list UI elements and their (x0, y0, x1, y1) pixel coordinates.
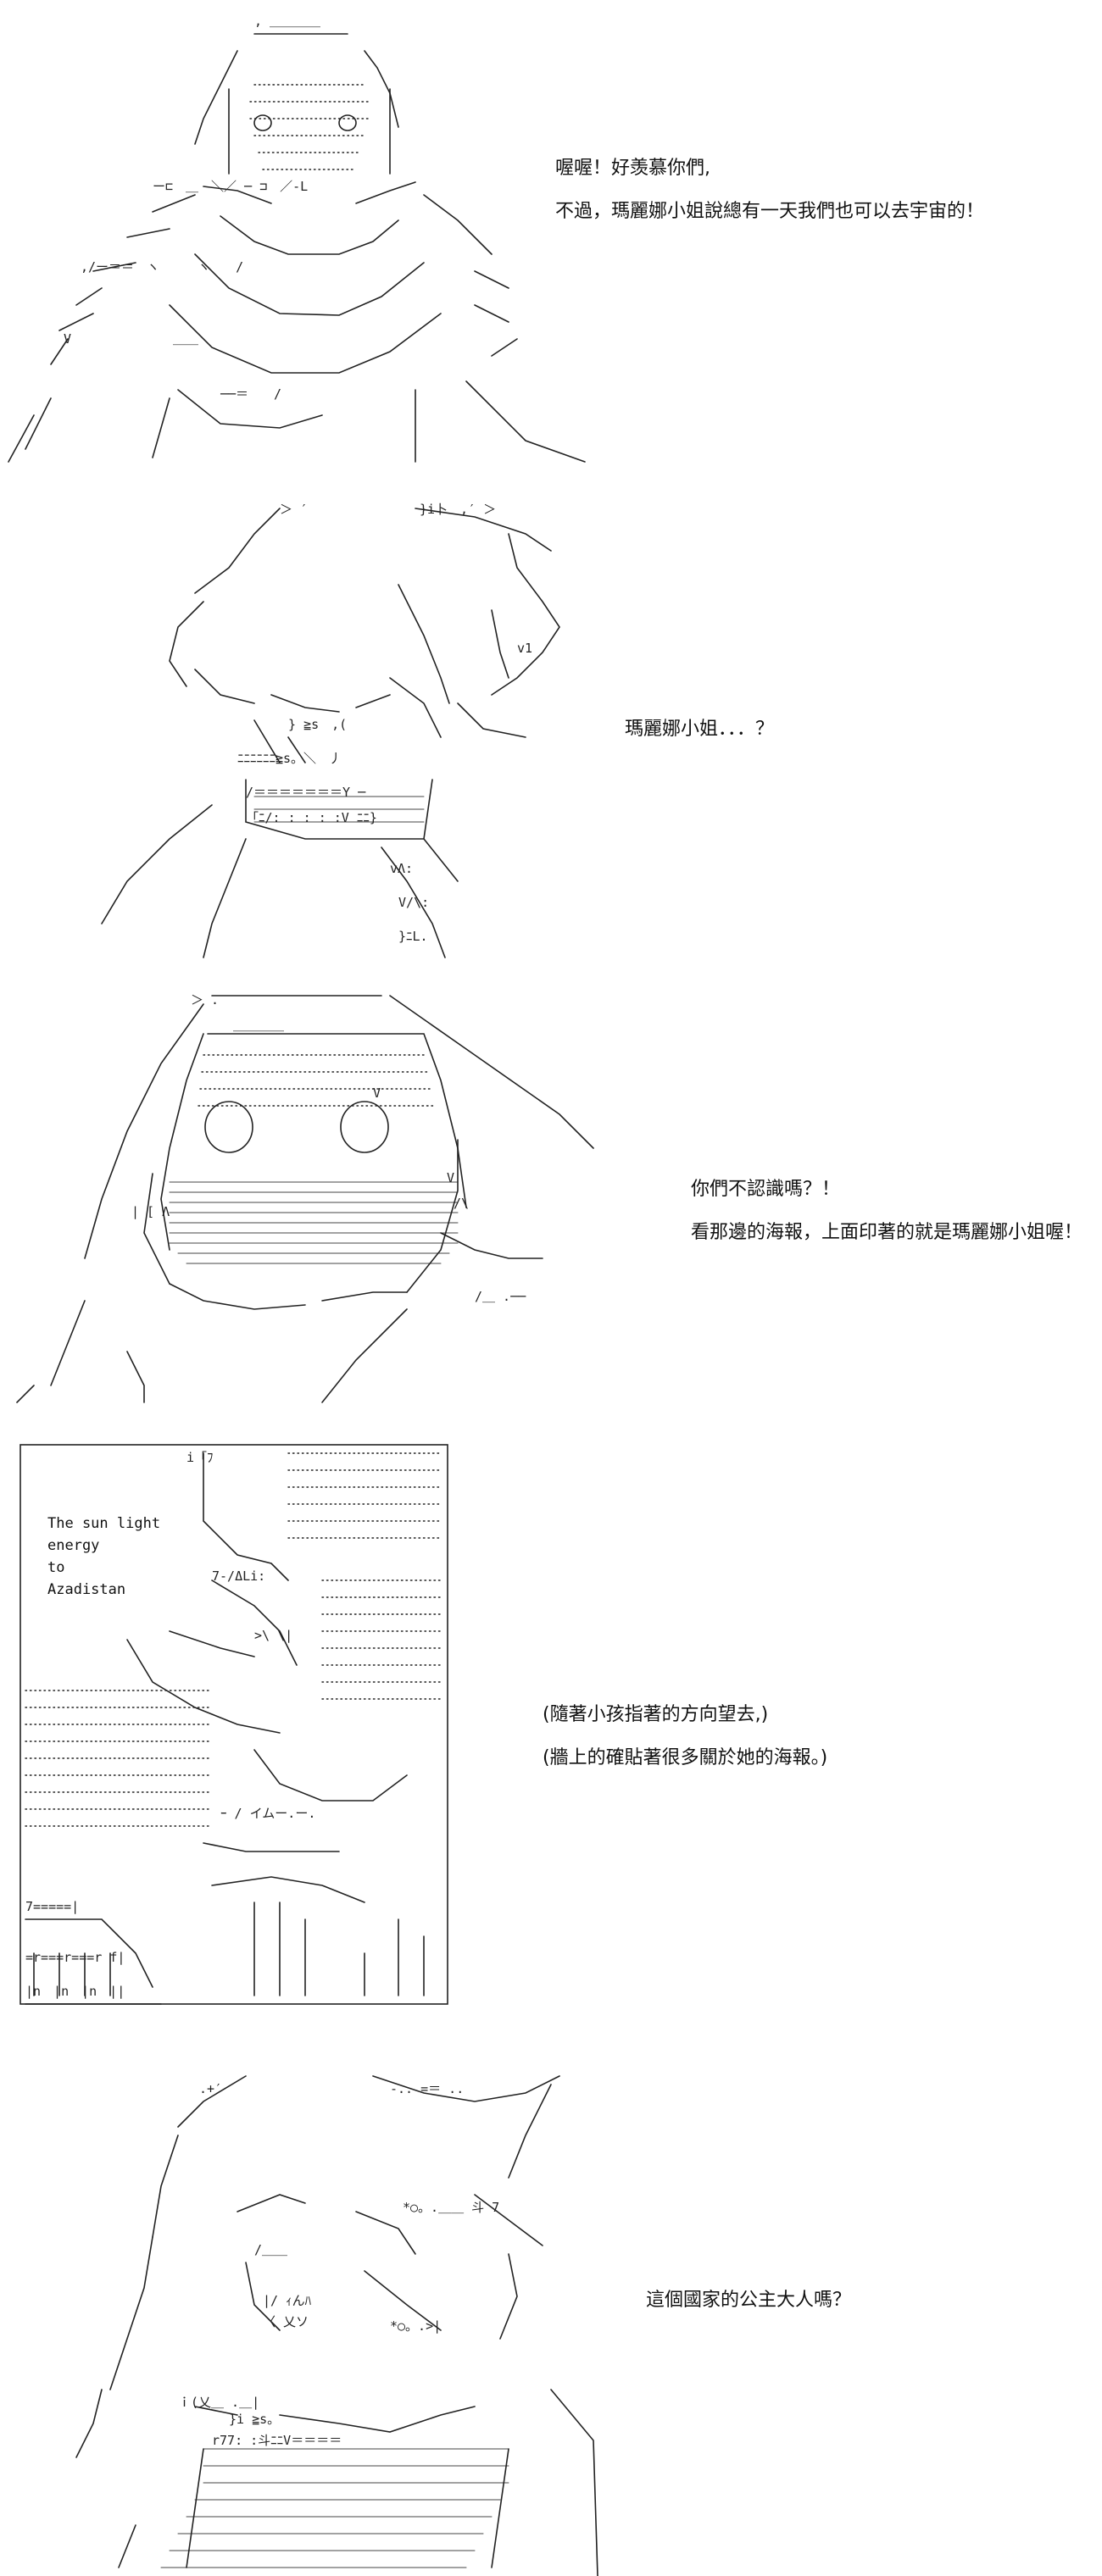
caption-box: 瑪麗娜小姐．．．？ (625, 718, 774, 742)
svg-text:v1: v1 (517, 641, 532, 656)
svg-text:7=====|: 7=====| (25, 1899, 79, 1914)
svg-text:＞ .: ＞ . (191, 992, 219, 1008)
svg-text:=r===r===r f|: =r===r===r f| (25, 1950, 125, 1965)
panel-3: ＞ . ＿＿＿＿ V V /\ | [ Λ /＿ .── 你們不認識嗎？！ 看那… (0, 979, 1102, 1411)
svg-text:＞ ′: ＞ ′ (280, 502, 308, 517)
svg-text:|/ ｨんﾊ: |/ ｨんﾊ (263, 2293, 312, 2308)
svg-text:| [ Λ: | [ Λ (131, 1204, 170, 1219)
svg-text:V/\:: V/\: (398, 895, 429, 910)
svg-text:>\ \|: >\ \| (254, 1628, 292, 1643)
svg-text:7-/ΔLi:: 7-/ΔLi: (212, 1568, 265, 1584)
svg-text:vΛ:: vΛ: (390, 861, 413, 876)
svg-text:r77: :斗ﾆﾆV＝＝＝＝: r77: :斗ﾆﾆV＝＝＝＝ (212, 2433, 342, 2448)
svg-text:|n |n |n ||: |n |n |n || (25, 1984, 125, 1999)
svg-text:*○。.>|: *○。.>| (390, 2318, 441, 2334)
poster-line: Azadistan (47, 1581, 126, 1598)
setsuna-portrait-art: .+′ -.. =＝ .. *○。.＿＿ 斗 7 /＿＿ |/ ｨんﾊ 〈 乂ソ… (0, 2051, 610, 2576)
svg-text:ﾆﾆﾆﾆﾆﾆ≧s。＼ 丿: ﾆﾆﾆﾆﾆﾆ≧s。＼ 丿 (237, 751, 342, 766)
svg-text:V: V (373, 1085, 381, 1101)
svg-text:}ﾆL.: }ﾆL. (398, 929, 428, 944)
svg-text:/＿ .──: /＿ .── (475, 1289, 526, 1304)
svg-text:「ﾆ/: : : : :V ﾆﾆ}: 「ﾆ/: : : : :V ﾆﾆ} (246, 810, 377, 825)
svg-text:.+′: .+′ (199, 2081, 222, 2096)
svg-text:V: V (447, 1170, 454, 1185)
poster-line: to (47, 1559, 65, 1576)
svg-text:V ＿＿: V ＿＿ (64, 331, 198, 347)
poster-title: The sun light energy to Azadistan (47, 1513, 160, 1601)
marina-side-profile-art: ＞ ′ }i卜 ,′ ＞ } ≧s ,( ﾆﾆﾆﾆﾆﾆ≧s。＼ 丿 /＝＝＝＝＝… (0, 483, 610, 974)
svg-text:ｰ / イムー.ー.: ｰ / イムー.ー. (220, 1806, 315, 1821)
narration-line: (隨著小孩指著的方向望去,) (543, 1704, 769, 1725)
svg-text:}i卜 ,′ ＞: }i卜 ,′ ＞ (420, 502, 496, 517)
caption-box: (隨著小孩指著的方向望去,) (牆上的確貼著很多關於她的海報。) (543, 1703, 827, 1789)
panel-5: .+′ -.. =＝ .. *○。.＿＿ 斗 7 /＿＿ |/ ｨんﾊ 〈 乂ソ… (0, 2051, 1102, 2576)
dialogue-line: 不過，瑪麗娜小姐說總有一天我們也可以去宇宙的！ (555, 200, 985, 222)
dialogue-line: 看那邊的海報，上面印著的就是瑪麗娜小姐喔！ (691, 1221, 1083, 1243)
child-face-closeup-art: ＞ . ＿＿＿＿ V V /\ | [ Λ /＿ .── (0, 979, 610, 1411)
poster-line: The sun light (47, 1515, 161, 1532)
dialogue-line: 你們不認識嗎？！ (691, 1179, 841, 1200)
poster-line: energy (47, 1537, 100, 1554)
svg-text:, ＿＿＿＿: , ＿＿＿＿ (254, 14, 320, 29)
svg-text:}i ≧s。: }i ≧s。 (229, 2412, 280, 2427)
caption-box: 你們不認識嗎？！ 看那邊的海報，上面印著的就是瑪麗娜小姐喔！ (691, 1178, 1083, 1263)
svg-text:ー⊏ ＿ ＼／ ─ ⊐ ／-L: ー⊏ ＿ ＼／ ─ ⊐ ／-L (153, 179, 308, 194)
narration-line: (牆上的確貼著很多關於她的海報。) (543, 1746, 828, 1768)
panel-2: ＞ ′ }i卜 ,′ ＞ } ≧s ,( ﾆﾆﾆﾆﾆﾆ≧s。＼ 丿 /＝＝＝＝＝… (0, 483, 1102, 974)
svg-text:,/ー＝＝ ヽ ヽ /: ,/ー＝＝ ヽ ヽ / (81, 259, 243, 275)
dialogue-line: 這個國家的公主大人嗎？ (646, 2290, 852, 2311)
svg-text:} ≧s ,(: } ≧s ,( (288, 717, 347, 732)
svg-text:/＿＿: /＿＿ (254, 2242, 287, 2257)
svg-text:〈 乂ソ: 〈 乂ソ (263, 2314, 309, 2329)
poster-wall-art: i「ﾌ 7-/ΔLi: >\ \| ｰ / イムー.ー. 7=====| =r=… (0, 1411, 475, 2038)
dialogue-line: 喔喔！好羡慕你們, (555, 158, 710, 179)
svg-text:*○。.＿＿ 斗 7: *○。.＿＿ 斗 7 (403, 2200, 499, 2215)
svg-text:＿＿＿＿: ＿＿＿＿ (233, 1018, 284, 1033)
dialogue-line: 瑪麗娜小姐．．．？ (625, 719, 775, 740)
svg-text:/＝＝＝＝＝＝＝Y ─: /＝＝＝＝＝＝＝Y ─ (246, 785, 366, 800)
caption-box: 這個國家的公主大人嗎？ (646, 2289, 851, 2313)
svg-text:ｉ(乂＿ .＿|: ｉ(乂＿ .＿| (178, 2395, 259, 2410)
svg-text:──＝ /: ──＝ / (220, 386, 281, 402)
svg-text:-.. =＝ ..: -.. =＝ .. (390, 2081, 464, 2096)
svg-text:i「ﾌ: i「ﾌ (186, 1450, 214, 1465)
panel-4: i「ﾌ 7-/ΔLi: >\ \| ｰ / イムー.ー. 7=====| =r=… (0, 1411, 1102, 2038)
panel-1: , ＿＿＿＿ ー⊏ ＿ ＼／ ─ ⊐ ／-L ,/ー＝＝ ヽ ヽ / V ＿＿ … (0, 0, 1102, 475)
svg-text:/\: /\ (454, 1196, 469, 1211)
hooded-child-art: , ＿＿＿＿ ー⊏ ＿ ＼／ ─ ⊐ ／-L ,/ー＝＝ ヽ ヽ / V ＿＿ … (0, 0, 610, 475)
caption-box: 喔喔！好羡慕你們, 不過，瑪麗娜小姐說總有一天我們也可以去宇宙的！ (555, 157, 984, 242)
